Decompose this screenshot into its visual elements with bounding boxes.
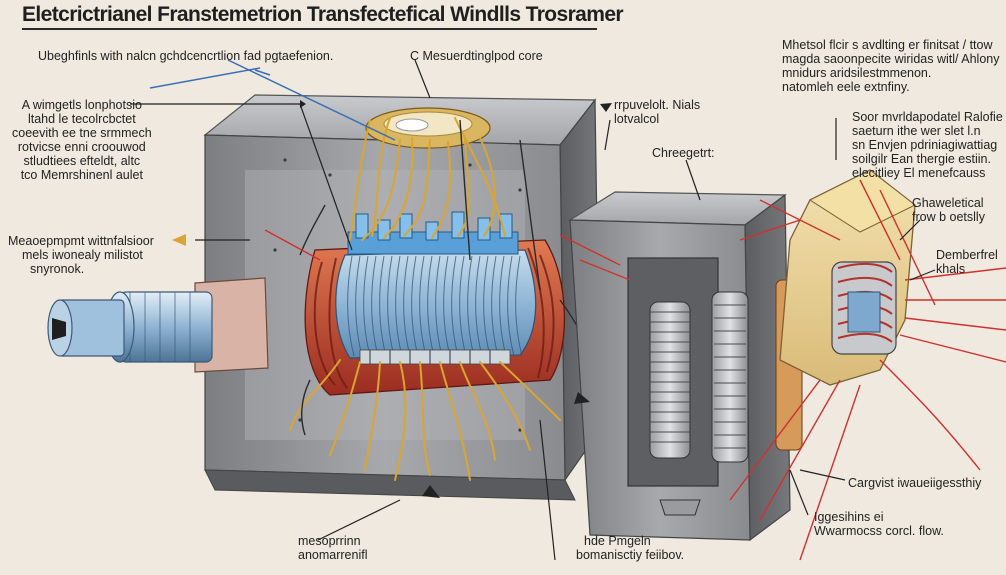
label-bottom-center: hde Pmgeln bomanisctiy feiibov. [576, 534, 684, 562]
label-right-2-line: frow b oetslly [912, 210, 985, 224]
blue-pointers [149, 59, 396, 141]
label-bottom-right-1: Cargvist iwaueiigessthiy [848, 476, 982, 490]
gold-wires [289, 117, 561, 481]
label-left-2: Meaoepmpmt wittnfalsioor mels iwonealy m… [8, 234, 154, 276]
label-bottom-left-line: mesoprrinn [298, 534, 361, 548]
label-left-2-line: Meaoepmpmt wittnfalsioor [8, 234, 154, 248]
label-top-right-line: natomleh eele extnfiny. [782, 80, 910, 94]
label-right-1-line: soilgilr Ean thergie estiin. [852, 152, 991, 166]
label-right-1-line: Soor mvrldapodatel Ralofie [852, 110, 1003, 124]
label-right-3-line: Demberfrel [936, 248, 998, 262]
right-housing [779, 169, 916, 386]
label-left-1-line: ltahd le tecolrcbctet [27, 112, 136, 126]
label-right-2: Ghaweletical frow b oetslly [912, 196, 985, 224]
label-left-1-line: stludtiees efteldt, altc [23, 154, 141, 168]
label-bottom-left: mesoprrinn anomarrenifl [298, 534, 367, 562]
label-right-1-line: elecitliey El menefcauss [852, 166, 986, 180]
label-bottom-right-2-line: Iggesihins ei [814, 510, 884, 524]
label-left-1-line: coeevith ee tne srmmech [12, 126, 152, 140]
red-signal-lines [264, 179, 1006, 561]
label-center-a-line: lotvalcol [614, 112, 660, 126]
yellow-marker [172, 234, 186, 246]
label-bottom-left-line: anomarrenifl [298, 548, 368, 562]
label-right-1: Soor mvrldapodatel Ralofie saeturn ithe … [852, 110, 1003, 180]
label-top-right-line: magda saoonpecite wiridas witl/ Ahlony [782, 52, 1000, 66]
title-underline [22, 28, 597, 30]
label-top-right-line: Mhetsol flcir s avdlting er finitsat / t… [782, 38, 993, 52]
label-top-right: Mhetsol flcir s avdlting er finitsat / t… [782, 38, 999, 94]
label-left-1-line: tco Memrshinenl aulet [20, 168, 143, 182]
label-left-1-line: A wimgetls lonphotsio [21, 98, 142, 112]
label-top-left: Ubeghfinls with nalcn gchdcencrtlion fad… [38, 49, 334, 63]
label-right-1-line: sn Envjen pdriniagiwattiag [852, 138, 998, 152]
label-bottom-right-2-line: Wwarmocss corcl. flow. [814, 524, 944, 538]
label-right-3: Demberfrel khals [936, 248, 998, 276]
label-center-b: Chreegetrt: [652, 146, 715, 160]
label-bottom-right-2: Iggesihins ei Wwarmocss corcl. flow. [814, 510, 944, 538]
blue-coil [335, 211, 537, 365]
label-left-2-line: mels iwonealy milistot [22, 248, 143, 262]
label-right-2-line: Ghaweletical [912, 196, 984, 210]
input-bushing [47, 277, 269, 373]
label-top-right-line: mnidurs aridsilestmmenon. [782, 66, 932, 80]
label-left-2-line: snyronok. [30, 262, 85, 276]
label-center-a-line: rrpuvelolt. Nials [614, 98, 701, 112]
label-top-center: C Mesuerdtinglpod core [410, 49, 543, 63]
label-bottom-center-line: hde Pmgeln [584, 534, 651, 548]
secondary-core [567, 191, 803, 542]
top-terminal-disc [365, 107, 491, 149]
leader-lines [130, 59, 936, 561]
label-right-3-line: khals [936, 262, 966, 276]
label-center-a: rrpuvelolt. Nials lotvalcol [614, 98, 700, 126]
label-bottom-center-line: bomanisctiy feiibov. [576, 548, 685, 562]
arrow-marks [300, 100, 612, 498]
label-left-1-line: rotvicse enni croouwod [17, 140, 146, 154]
label-right-1-line: saeturn ithe wer slet l.n [852, 124, 981, 138]
diagram-title: Eletcrictrianel Franstemetrion Transfect… [22, 3, 624, 26]
label-left-1: A wimgetls lonphotsio ltahd le tecolrcbc… [12, 98, 152, 182]
